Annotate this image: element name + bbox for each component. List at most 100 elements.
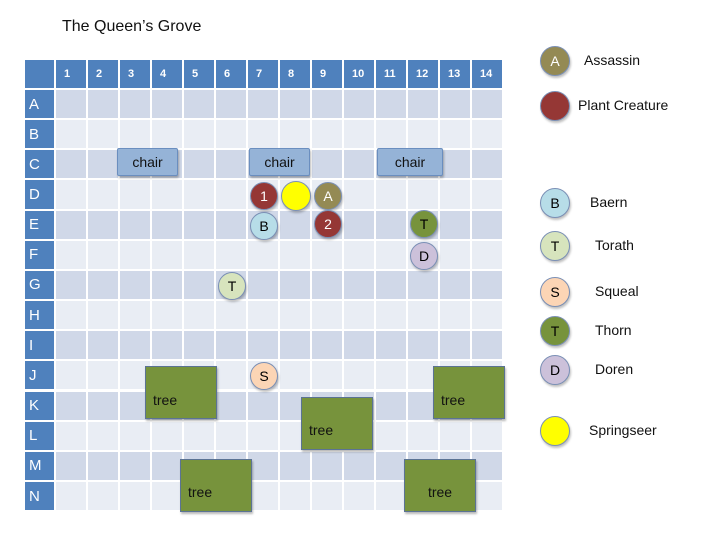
grid-cell[interactable] [376,90,408,121]
grid-cell[interactable] [472,270,504,302]
grid-cell[interactable] [440,180,472,211]
grid-cell[interactable] [280,451,312,482]
grid-cell[interactable] [88,301,120,332]
grid-cell[interactable] [56,270,88,302]
grid-cell[interactable] [280,210,312,241]
grid-cell[interactable] [120,270,152,302]
grid-cell[interactable] [376,270,408,302]
grid-cell[interactable] [56,451,88,482]
grid-cell[interactable] [472,150,504,181]
grid-cell[interactable] [248,421,280,452]
token-torath[interactable]: T [218,271,246,300]
grid-cell[interactable] [216,180,248,211]
grid-cell[interactable] [248,481,280,513]
grid-cell[interactable] [248,391,280,422]
grid-cell[interactable] [312,240,344,271]
grid-cell[interactable] [376,331,408,362]
grid-cell[interactable] [472,210,504,241]
grid-cell[interactable] [344,150,376,181]
grid-cell[interactable] [472,301,504,332]
grid-cell[interactable] [152,421,184,452]
grid-cell[interactable] [312,361,344,392]
token-plant-creature-2[interactable]: 2 [314,209,342,238]
grid-cell[interactable] [216,331,248,362]
grid-cell[interactable] [376,451,408,482]
grid-cell[interactable] [88,481,120,513]
grid-cell[interactable] [344,270,376,302]
grid-cell[interactable] [440,301,472,332]
grid-cell[interactable] [120,180,152,211]
grid-cell[interactable] [440,120,472,151]
tree-object[interactable]: tree [404,458,476,512]
grid-cell[interactable] [184,120,216,151]
grid-cell[interactable] [248,301,280,332]
grid-cell[interactable] [56,210,88,241]
grid-cell[interactable] [408,301,440,332]
grid-cell[interactable] [280,481,312,513]
grid-cell[interactable] [216,120,248,151]
grid-cell[interactable] [56,301,88,332]
grid-cell[interactable] [376,240,408,271]
grid-cell[interactable] [248,331,280,362]
grid-cell[interactable] [120,90,152,121]
grid-cell[interactable] [88,331,120,362]
grid-cell[interactable] [56,421,88,452]
grid-cell[interactable] [88,270,120,302]
grid-cell[interactable] [88,240,120,271]
grid-cell[interactable] [344,481,376,513]
grid-cell[interactable] [120,331,152,362]
grid-cell[interactable] [88,421,120,452]
grid-cell[interactable] [440,210,472,241]
grid-cell[interactable] [216,90,248,121]
grid-cell[interactable] [280,90,312,121]
grid-cell[interactable] [440,421,472,452]
grid-cell[interactable] [152,120,184,151]
grid-cell[interactable] [120,301,152,332]
grid-cell[interactable] [344,361,376,392]
grid-cell[interactable] [184,150,216,181]
grid-cell[interactable] [184,240,216,271]
grid-cell[interactable] [56,481,88,513]
grid-cell[interactable] [280,240,312,271]
grid-cell[interactable] [408,180,440,211]
grid-cell[interactable] [472,481,504,513]
grid-cell[interactable] [184,210,216,241]
grid-cell[interactable] [312,120,344,151]
grid-cell[interactable] [344,240,376,271]
grid-cell[interactable] [248,90,280,121]
grid-cell[interactable] [376,421,408,452]
grid-cell[interactable] [312,331,344,362]
grid-cell[interactable] [472,451,504,482]
grid-cell[interactable] [312,481,344,513]
grid-cell[interactable] [56,180,88,211]
grid-cell[interactable] [472,120,504,151]
token-squeal[interactable]: S [250,362,278,391]
grid-cell[interactable] [152,240,184,271]
grid-cell[interactable] [248,120,280,151]
grid-cell[interactable] [216,421,248,452]
grid-cell[interactable] [472,331,504,362]
tree-object[interactable]: tree [301,396,373,450]
grid-cell[interactable] [184,90,216,121]
grid-cell[interactable] [440,240,472,271]
grid-cell[interactable] [216,301,248,332]
grid-cell[interactable] [56,391,88,422]
grid-cell[interactable] [120,210,152,241]
token-doren[interactable]: D [410,241,438,270]
grid-cell[interactable] [184,270,216,302]
grid-cell[interactable] [56,240,88,271]
grid-cell[interactable] [440,270,472,302]
grid-cell[interactable] [248,240,280,271]
grid-cell[interactable] [120,120,152,151]
tree-object[interactable]: tree [433,366,505,420]
chair-object[interactable]: chair [377,148,443,177]
grid-cell[interactable] [344,90,376,121]
grid-cell[interactable] [440,331,472,362]
grid-cell[interactable] [376,180,408,211]
grid-cell[interactable] [216,210,248,241]
grid-cell[interactable] [56,120,88,151]
grid-cell[interactable] [312,150,344,181]
grid-cell[interactable] [120,451,152,482]
grid-cell[interactable] [56,150,88,181]
grid-cell[interactable] [216,391,248,422]
